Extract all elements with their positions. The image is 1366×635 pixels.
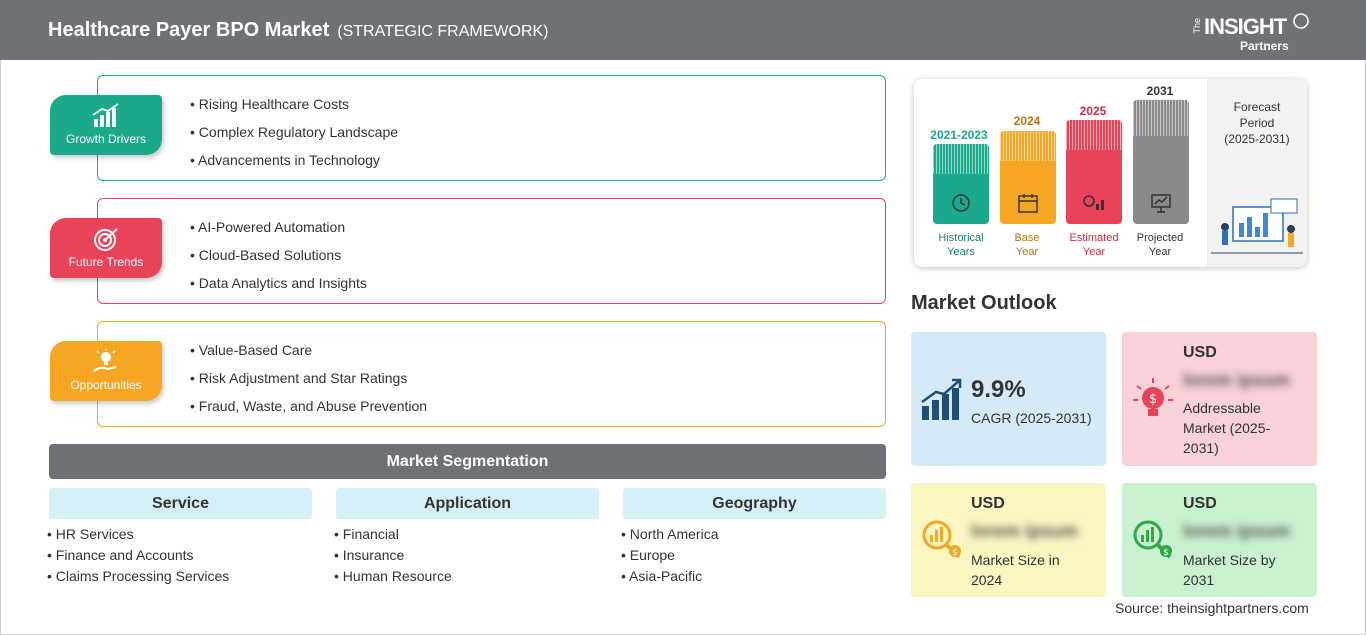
svg-text:$: $ xyxy=(1149,392,1157,407)
future-trends-badge: Future Trends xyxy=(50,218,162,278)
list-item: • Claims Processing Services xyxy=(47,568,230,584)
size2024-currency: USD xyxy=(971,495,1005,512)
growth-drivers-list: • Rising Healthcare Costs • Complex Regu… xyxy=(190,95,398,179)
year-estimated: 2025 xyxy=(1079,104,1107,118)
magnifier-dollar-icon: $ xyxy=(922,520,961,559)
list-item: • Value-Based Care xyxy=(190,342,313,358)
list-item: • Asia-Pacific xyxy=(621,568,703,584)
calendar-icon xyxy=(1018,194,1038,213)
list-item: • Risk Adjustment and Star Ratings xyxy=(190,370,408,386)
segment-heading-application: Application xyxy=(336,488,599,519)
service-list: • HR Services • Finance and Accounts • C… xyxy=(47,524,229,587)
size2024-value: lorem ipsum xyxy=(971,521,1079,541)
logo-arc-icon xyxy=(1293,13,1309,29)
size2031-value: lorem ipsum xyxy=(1183,521,1291,541)
future-trends-label: Future Trends xyxy=(68,255,144,269)
title-text: Healthcare Payer BPO Market xyxy=(48,19,330,41)
list-item: • HR Services xyxy=(47,526,134,542)
page-title: Healthcare Payer BPO Market (STRATEGIC FR… xyxy=(48,19,549,42)
history-icon xyxy=(952,194,970,212)
future-trends-card: • AI-Powered Automation • Cloud-Based So… xyxy=(97,198,886,304)
presentation-icon xyxy=(1151,194,1171,213)
year-base: 2024 xyxy=(1013,114,1041,128)
cagr-box: 9.9% CAGR (2025-2031) xyxy=(911,332,1106,466)
year-projected: 2031 xyxy=(1146,84,1174,98)
header-bar: Healthcare Payer BPO Market (STRATEGIC FR… xyxy=(0,0,1366,60)
year-historical: 2021-2023 xyxy=(930,128,988,142)
page-subtitle: (STRATEGIC FRAMEWORK) xyxy=(337,23,549,40)
logo-partners: Partners xyxy=(1240,39,1289,53)
growth-bars-icon xyxy=(921,378,962,420)
market-outlook-title: Market Outlook xyxy=(911,292,1057,314)
opportunities-badge: Opportunities xyxy=(50,341,162,401)
application-list: • Financial • Insurance • Human Resource xyxy=(334,524,452,587)
logo-the: The xyxy=(1192,18,1202,34)
list-item: • Financial xyxy=(334,526,399,542)
bar-historical xyxy=(933,144,989,224)
opportunities-list: • Value-Based Care • Risk Adjustment and… xyxy=(190,341,427,425)
target-icon xyxy=(94,228,118,251)
logo-insight: INSIGHT xyxy=(1204,14,1287,39)
size2031-label: Market Size by 2031 xyxy=(1183,552,1276,588)
market-size-2031-box: $ USD lorem ipsum Market Size by 2031 xyxy=(1122,483,1317,597)
list-item: • Europe xyxy=(621,547,675,563)
list-item: • Human Resource xyxy=(334,568,452,584)
cagr-value: 9.9% xyxy=(971,376,1026,403)
list-item: • Advancements in Technology xyxy=(190,152,380,168)
analytics-illustration-icon xyxy=(1211,198,1303,254)
list-item: • Fraud, Waste, and Abuse Prevention xyxy=(190,398,428,414)
addressable-currency: USD xyxy=(1183,344,1217,361)
segmentation-title: Market Segmentation xyxy=(49,444,886,479)
growth-chart-icon xyxy=(92,103,119,127)
growth-drivers-card: • Rising Healthcare Costs • Complex Regu… xyxy=(97,75,886,181)
list-item: • Cloud-Based Solutions xyxy=(190,247,342,263)
growth-drivers-badge: Growth Drivers xyxy=(50,95,162,155)
svg-text:$: $ xyxy=(952,548,958,558)
list-item: • Finance and Accounts xyxy=(47,547,194,563)
list-item: • Insurance xyxy=(334,547,405,563)
size2024-label: Market Size in 2024 xyxy=(971,552,1060,588)
growth-drivers-label: Growth Drivers xyxy=(65,132,146,146)
size2031-currency: USD xyxy=(1183,495,1217,512)
segment-heading-geography: Geography xyxy=(623,488,886,519)
magnifier-dollar-icon: $ xyxy=(1133,520,1172,559)
opportunities-card: • Value-Based Care • Risk Adjustment and… xyxy=(97,321,886,427)
addressable-market-box: $ USD lorem ipsum Addressable Market (20… xyxy=(1122,332,1317,466)
list-item: • Complex Regulatory Landscape xyxy=(190,124,399,140)
svg-text:$: $ xyxy=(1163,548,1169,558)
segment-heading-service: Service xyxy=(49,488,312,519)
lightbulb-hand-icon xyxy=(93,349,117,372)
bar-estimated xyxy=(1066,120,1122,224)
future-trends-list: • AI-Powered Automation • Cloud-Based So… xyxy=(190,218,367,302)
gear-chart-icon xyxy=(1083,195,1104,210)
market-size-2024-box: $ USD lorem ipsum Market Size in 2024 xyxy=(911,483,1106,597)
cagr-label: CAGR (2025-2031) xyxy=(971,410,1092,426)
list-item: • Data Analytics and Insights xyxy=(190,275,367,291)
bar-projected xyxy=(1133,100,1189,224)
list-item: • Rising Healthcare Costs xyxy=(190,96,349,112)
list-item: • North America xyxy=(621,526,719,542)
geography-list: • North America • Europe • Asia-Pacific xyxy=(621,524,719,587)
source-note: Source: theinsightpartners.com xyxy=(1115,600,1309,616)
list-item: • AI-Powered Automation xyxy=(190,219,346,235)
bar-base xyxy=(1000,131,1056,224)
addressable-value: lorem ipsum xyxy=(1183,370,1291,390)
addressable-label: Addressable Market (2025-2031) xyxy=(1183,400,1271,456)
opportunities-label: Opportunities xyxy=(70,378,142,392)
insight-partners-logo: The INSIGHT Partners xyxy=(1192,12,1322,53)
lightbulb-dollar-icon: $ xyxy=(1133,378,1173,416)
